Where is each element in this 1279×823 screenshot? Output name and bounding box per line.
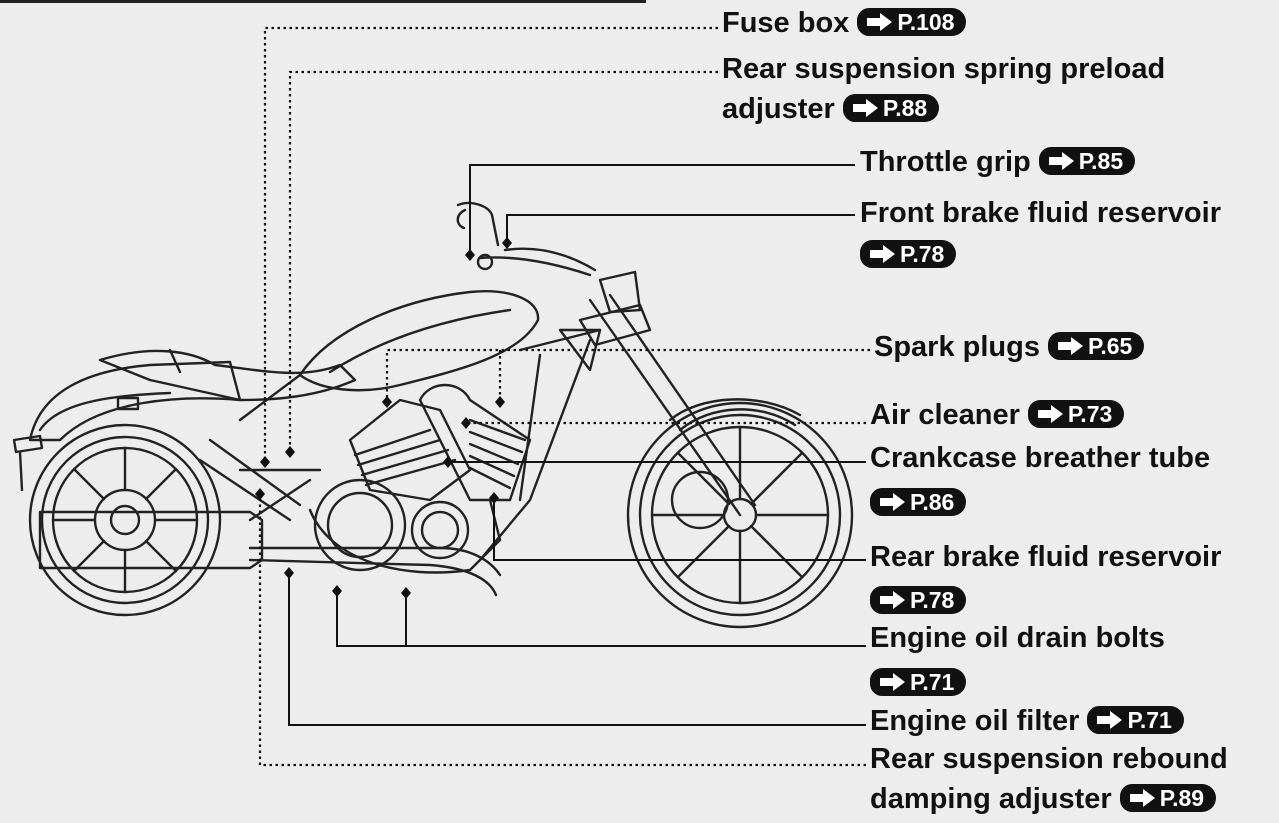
headlight: [598, 270, 642, 314]
page-ref-badge[interactable]: P.73: [1027, 400, 1125, 429]
callout-rear-suspension-rebound-damping-adjuster: Rear suspension rebound: [870, 742, 1228, 776]
leader-throttle-grip: [469, 164, 855, 255]
callout-text: Engine oil filter: [870, 705, 1080, 737]
page-ref-badge[interactable]: P.86: [870, 488, 967, 517]
engine: [308, 383, 532, 574]
page-ref-badge[interactable]: P.108: [857, 8, 967, 37]
callout-text: Crankcase breather tube: [870, 442, 1211, 474]
arrow-right-icon: [880, 591, 905, 610]
callout-engine-oil-drain-bolts: Engine oil drain bolts: [870, 621, 1165, 655]
callout-rear-suspension-spring-preload-adjuster: Rear suspension spring preload: [722, 52, 1165, 86]
leader-spring-preload: [288, 70, 718, 452]
callout-text: Rear brake fluid reservoir: [870, 541, 1222, 573]
callout-crankcase-breather-tube-ref: P.86: [862, 486, 967, 520]
page-ref-badge[interactable]: P.71: [870, 668, 967, 697]
page-ref-badge[interactable]: P.78: [860, 240, 957, 269]
callout-text: Throttle grip: [860, 146, 1031, 178]
leader-spark-plugs: [385, 348, 870, 402]
handlebar: [478, 247, 597, 277]
arrow-right-icon: [880, 673, 905, 692]
callout-text: Engine oil drain bolts: [870, 622, 1165, 654]
arrow-right-icon: [867, 13, 893, 32]
seat: [98, 349, 357, 402]
frame: [238, 328, 602, 562]
leader-oil-drain-bolts: [336, 591, 866, 647]
callout-crankcase-breather-tube: Crankcase breather tube: [870, 441, 1210, 475]
arrow-right-icon: [1058, 337, 1083, 356]
arrow-right-icon: [1097, 711, 1123, 730]
leader-front-brake-reservoir: [506, 214, 855, 243]
front-fork: [588, 293, 757, 517]
arrow-right-icon: [1048, 152, 1074, 171]
callout-front-brake-fluid-reservoir: Front brake fluid reservoir: [860, 196, 1221, 230]
callout-text: Front brake fluid reservoir: [860, 197, 1221, 229]
page-ref-badge[interactable]: P.88: [842, 94, 940, 123]
top-rule: [0, 0, 646, 3]
rear-wheel: [28, 423, 222, 617]
callout-markers: [255, 237, 512, 599]
leader-fuse-box: [263, 26, 718, 462]
arrow-right-icon: [1129, 789, 1155, 808]
callout-text-line1: Rear suspension spring preload: [722, 53, 1166, 85]
arrow-right-icon: [880, 493, 905, 512]
arrow-right-icon: [852, 99, 878, 118]
fuel-tank: [298, 290, 540, 392]
callout-text: Air cleaner: [870, 399, 1020, 431]
page-ref-badge[interactable]: P.78: [870, 586, 967, 615]
leader-rebound-damping: [258, 494, 866, 767]
callout-front-brake-fluid-reservoir-ref: P.78: [852, 238, 957, 272]
callout-rear-brake-fluid-reservoir: Rear brake fluid reservoir: [870, 540, 1221, 574]
page-ref-badge[interactable]: P.71: [1087, 706, 1184, 735]
arrow-right-icon: [870, 245, 895, 264]
rear-turn-signal: [12, 434, 44, 454]
front-wheel: [626, 401, 854, 629]
callout-text: Fuse box: [722, 7, 850, 39]
page-ref-badge[interactable]: P.65: [1048, 332, 1145, 361]
arrow-right-icon: [1037, 405, 1063, 424]
page-ref-badge[interactable]: P.85: [1038, 147, 1136, 176]
leader-oil-filter: [288, 573, 866, 726]
callout-rear-brake-fluid-reservoir-ref: P.78: [862, 584, 967, 618]
callout-text-line1: Rear suspension rebound: [870, 743, 1228, 775]
callout-text-line2: adjuster: [722, 93, 835, 125]
page-ref-badge[interactable]: P.89: [1119, 784, 1217, 813]
leader-rear-brake-reservoir: [493, 498, 866, 561]
callout-engine-oil-drain-bolts-ref: P.71: [862, 666, 967, 700]
callout-text: Spark plugs: [874, 331, 1040, 363]
callout-text-line2: damping adjuster: [870, 783, 1112, 815]
callout-spark-plugs: Spark plugs P.65: [874, 330, 1145, 364]
